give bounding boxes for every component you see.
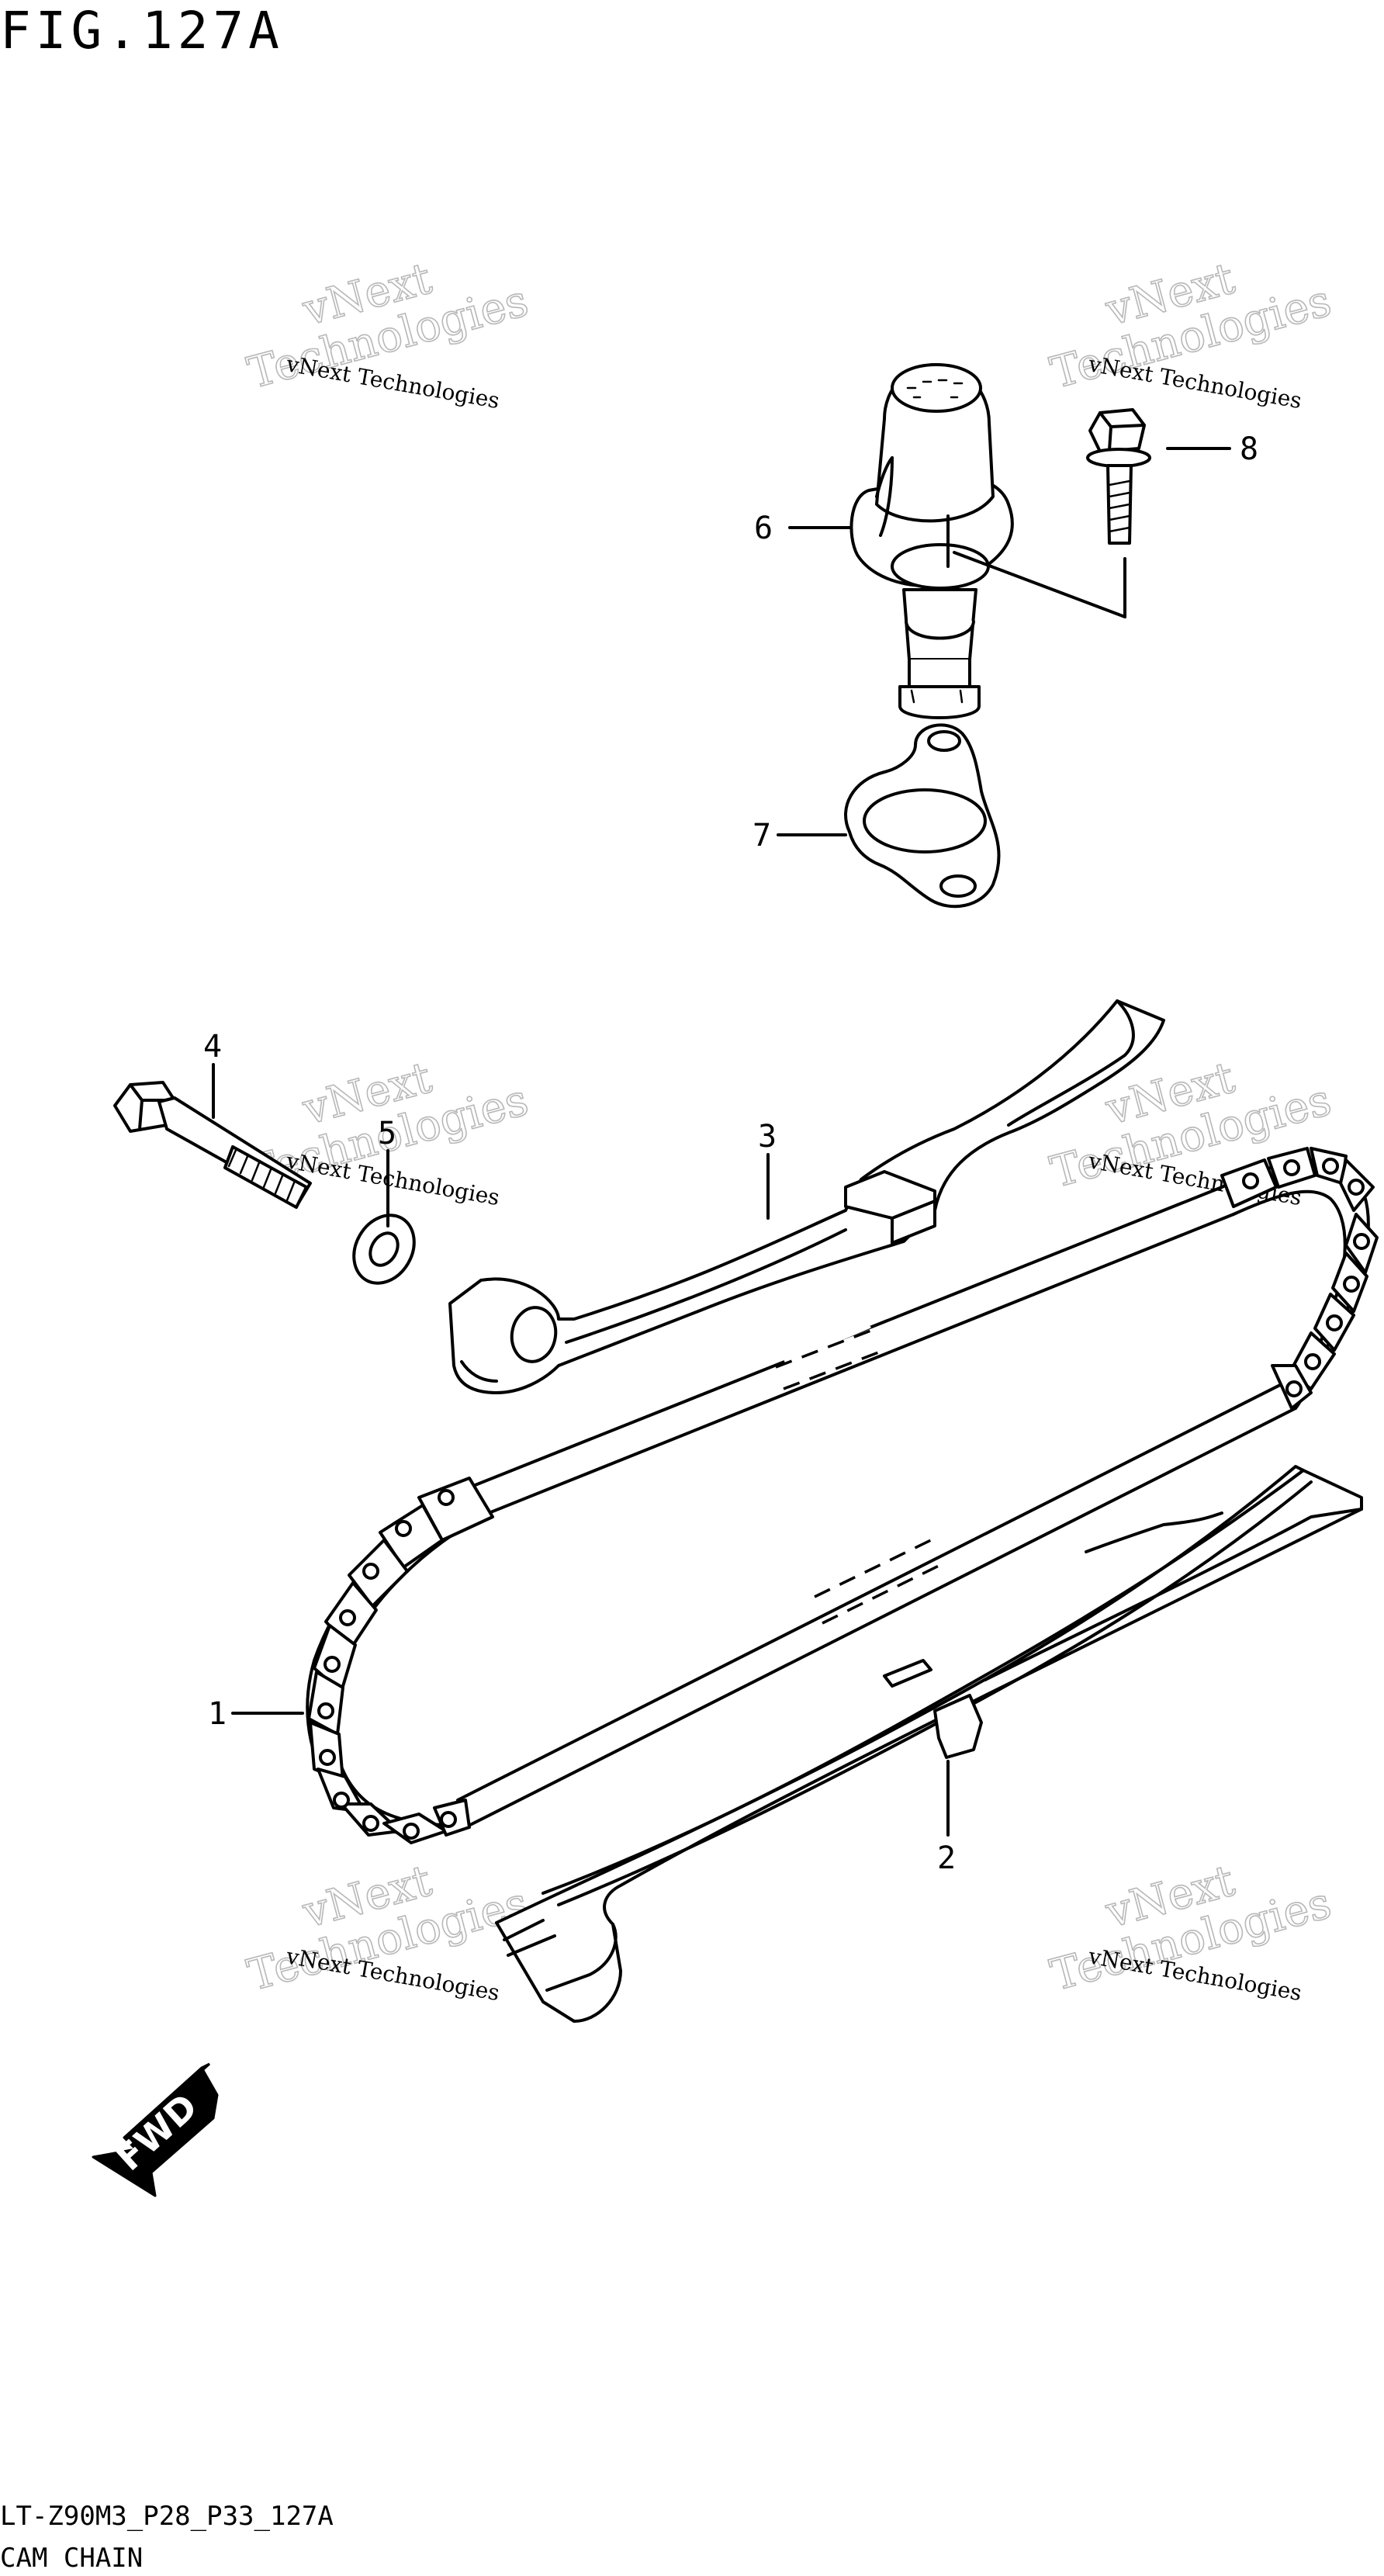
part-6-chain-tensioner[interactable]: [849, 363, 1126, 719]
callout-7: 7: [753, 818, 771, 853]
callout-3: 3: [758, 1119, 777, 1155]
callout-8: 8: [1240, 431, 1258, 467]
callout-5: 5: [378, 1116, 396, 1151]
figure-name: CAM CHAIN: [0, 2543, 143, 2574]
part-4-arm-bolt[interactable]: [113, 1081, 312, 1209]
part-7-tensioner-gasket[interactable]: [844, 723, 1001, 909]
fwd-arrow-icon: FWD: [92, 2062, 219, 2197]
chain-pins: [317, 1489, 457, 1840]
callout-leaders: [212, 447, 1231, 1837]
figure-title: FIG.127A: [0, 1, 284, 61]
chain-pins: [1242, 1158, 1370, 1397]
part-3-chain-tensioner-arm[interactable]: [448, 999, 1165, 1394]
tensioner-mounting-guide: [953, 551, 1126, 618]
part-2-chain-guide[interactable]: [495, 1465, 1363, 2023]
callout-4: 4: [203, 1029, 222, 1065]
part-5-washer[interactable]: [342, 1204, 426, 1294]
part-8-tensioner-bolt[interactable]: [1086, 408, 1151, 545]
callout-2: 2: [937, 1840, 956, 1876]
figure-code: LT-Z90M3_P28_P33_127A: [0, 2501, 334, 2532]
callout-1: 1: [208, 1696, 227, 1732]
callout-labels: 6 8 7 4 5 3 1 2: [203, 431, 1258, 1876]
callout-6: 6: [754, 511, 773, 546]
chain-continuation-marks: [775, 1317, 939, 1625]
